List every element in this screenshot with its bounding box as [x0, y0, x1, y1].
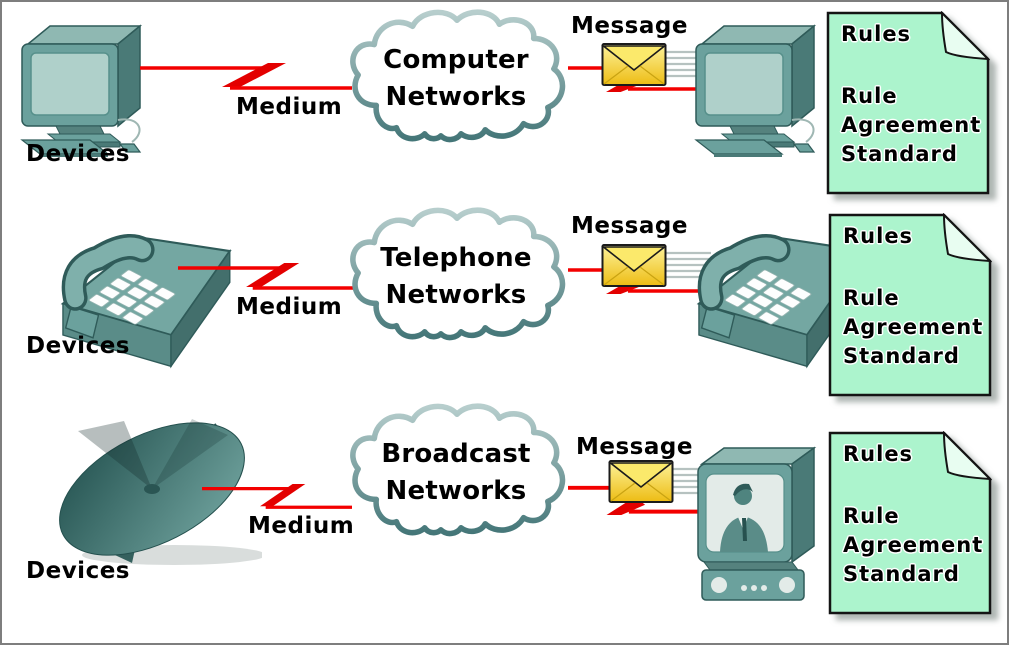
message-label: Message: [571, 13, 688, 39]
network-name-line2: Networks: [385, 280, 527, 310]
note-items: Rule Agreement Standard: [843, 502, 983, 589]
network-name-line1: Telephone: [380, 243, 532, 273]
medium-link-line: [178, 263, 354, 290]
note-item: Agreement: [843, 533, 984, 557]
note-item: Agreement: [841, 113, 982, 137]
medium-link-line: [140, 63, 352, 90]
network-cloud-label: Computer Networks: [342, 42, 570, 116]
rules-note: Rules Rule Agreement Standard: [828, 431, 992, 615]
network-name-line2: Networks: [385, 476, 527, 506]
note-title: Rules: [841, 22, 912, 46]
network-name-line2: Networks: [385, 82, 527, 112]
television-icon: [697, 447, 815, 601]
rules-note: Rules Rule Agreement Standard: [828, 213, 992, 397]
network-name-line1: Computer: [383, 45, 529, 75]
desktop-computer-icon: [21, 25, 141, 158]
note-item: Standard: [843, 344, 960, 368]
note-items: Rule Agreement Standard: [843, 284, 983, 371]
medium-label: Medium: [236, 294, 343, 320]
medium-label: Medium: [236, 94, 343, 120]
network-cloud-label: Broadcast Networks: [342, 436, 570, 510]
note-title: Rules: [843, 442, 914, 466]
message-label: Message: [571, 213, 688, 239]
note-item: Standard: [841, 142, 958, 166]
devices-label: Devices: [26, 558, 130, 584]
note-item: Rule: [841, 84, 898, 108]
network-name-line1: Broadcast: [381, 439, 531, 469]
note-items: Rule Agreement Standard: [841, 82, 981, 169]
devices-label: Devices: [26, 333, 130, 359]
note-item: Rule: [843, 286, 900, 310]
rules-note: Rules Rule Agreement Standard: [826, 11, 990, 195]
medium-label: Medium: [248, 513, 355, 539]
message-label: Message: [576, 434, 693, 460]
network-cloud-label: Telephone Networks: [342, 240, 570, 314]
note-item: Agreement: [843, 315, 984, 339]
desktop-computer-icon: [695, 25, 815, 158]
note-item: Rule: [843, 504, 900, 528]
medium-link-line: [202, 484, 352, 509]
note-item: Standard: [843, 562, 960, 586]
devices-label: Devices: [26, 141, 130, 167]
note-title: Rules: [843, 224, 914, 248]
